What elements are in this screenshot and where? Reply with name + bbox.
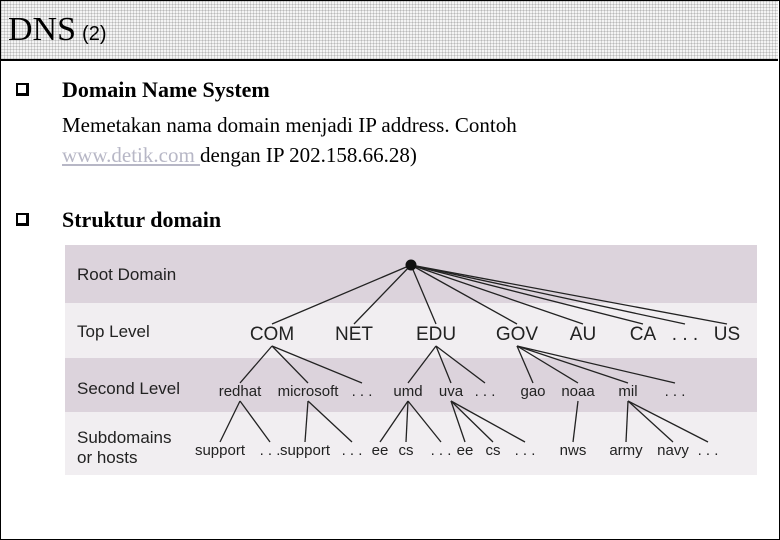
host-node: . . . — [431, 442, 452, 459]
tree-edge — [407, 345, 437, 384]
tree-edge — [410, 264, 728, 325]
tree-edge — [271, 264, 412, 325]
tree-edge — [410, 264, 686, 325]
second-level-node: uva — [439, 383, 464, 400]
level-label-top: Top Level — [77, 322, 150, 341]
host-node: cs — [486, 442, 501, 459]
tree-edge — [516, 345, 579, 384]
top-level-node: US — [714, 324, 740, 345]
top-level-node: COM — [250, 324, 294, 345]
host-node: nws — [560, 442, 587, 459]
host-node: . . . — [515, 442, 536, 459]
level-label-second: Second Level — [77, 379, 181, 398]
band-hosts — [65, 412, 757, 475]
second-level-node: . . . — [352, 383, 373, 400]
level-label-root: Root Domain — [77, 265, 177, 284]
host-node: ee — [457, 442, 474, 459]
second-level-node: redhat — [219, 383, 262, 400]
second-level-node: mil — [618, 383, 637, 400]
tree-edge — [435, 345, 452, 384]
tree-edge — [516, 345, 676, 384]
title-bar: DNS(2) — [1, 1, 778, 61]
second-level-node: microsoft — [278, 383, 340, 400]
domain-tree-diagram: Root Domain Top Level Second Level Subdo… — [65, 245, 757, 475]
top-level-node: EDU — [416, 324, 456, 345]
second-level-node: . . . — [665, 383, 686, 400]
tree-edge — [625, 400, 629, 443]
tree-edge — [435, 345, 486, 384]
bullet-heading-dns: Domain Name System — [62, 77, 270, 102]
host-node: support — [280, 442, 331, 459]
slide-title-suffix: (2) — [82, 23, 107, 45]
second-level-node: noaa — [561, 383, 595, 400]
host-node: cs — [399, 442, 414, 459]
tree-edge — [410, 264, 518, 325]
top-level-node: . . . — [672, 324, 698, 345]
tree-edge — [239, 345, 273, 384]
bullet-body-line-1: Memetakan nama domain menjadi IP address… — [62, 113, 517, 137]
tree-edge — [450, 400, 526, 443]
tree-edge — [450, 400, 494, 443]
tree-edge — [410, 264, 584, 325]
tree-edge — [271, 345, 363, 384]
root-node — [405, 259, 417, 271]
tree-edge — [410, 264, 644, 325]
tree-graphic: COM NET EDU GOV AU CA . . . US redhat microsoft.… — [195, 259, 740, 459]
top-level-node: CA — [630, 324, 657, 345]
tree-edge — [516, 345, 629, 384]
tree-edge — [410, 264, 437, 325]
host-node: . . . — [342, 442, 363, 459]
second-level-node: gao — [520, 383, 545, 400]
second-level-node: umd — [393, 383, 422, 400]
bullet-body-ip: dengan IP 202.158.66.28) — [200, 143, 417, 167]
band-top-level — [65, 303, 757, 358]
tree-edge — [516, 345, 534, 384]
tree-edge — [353, 264, 412, 325]
top-level-node: AU — [570, 324, 596, 345]
tree-edge — [304, 400, 309, 443]
host-node: support — [195, 442, 246, 459]
band-root — [65, 245, 757, 303]
tree-edge — [627, 400, 709, 443]
top-level-node: NET — [335, 324, 373, 345]
example-link[interactable]: www.detik.com — [62, 143, 201, 167]
tree-edge — [239, 400, 271, 443]
tree-edge — [450, 400, 466, 443]
host-node: ee — [372, 442, 389, 459]
host-node: . . . — [698, 442, 719, 459]
tree-edge — [407, 400, 442, 443]
second-level-node: . . . — [475, 383, 496, 400]
tree-edge — [572, 400, 579, 443]
slide-title: DNS(2) — [8, 11, 107, 48]
host-node: . . . — [260, 442, 281, 459]
tree-edge — [219, 400, 241, 443]
bullet-body-line-2: www.detik.com dengan IP 202.158.66.28) — [62, 140, 417, 170]
host-node: army — [609, 442, 643, 459]
tree-edge — [379, 400, 409, 443]
tree-edge — [271, 345, 309, 384]
band-second-level — [65, 358, 757, 412]
tree-edge — [307, 400, 353, 443]
bullet-heading-structure: Struktur domain — [62, 207, 222, 232]
tree-edge — [405, 400, 409, 443]
top-level-node: GOV — [496, 324, 539, 345]
checkbox-bullet-icon — [16, 83, 29, 96]
checkbox-bullet-icon — [16, 213, 29, 226]
tree-edge — [627, 400, 674, 443]
host-node: navy — [657, 442, 689, 459]
